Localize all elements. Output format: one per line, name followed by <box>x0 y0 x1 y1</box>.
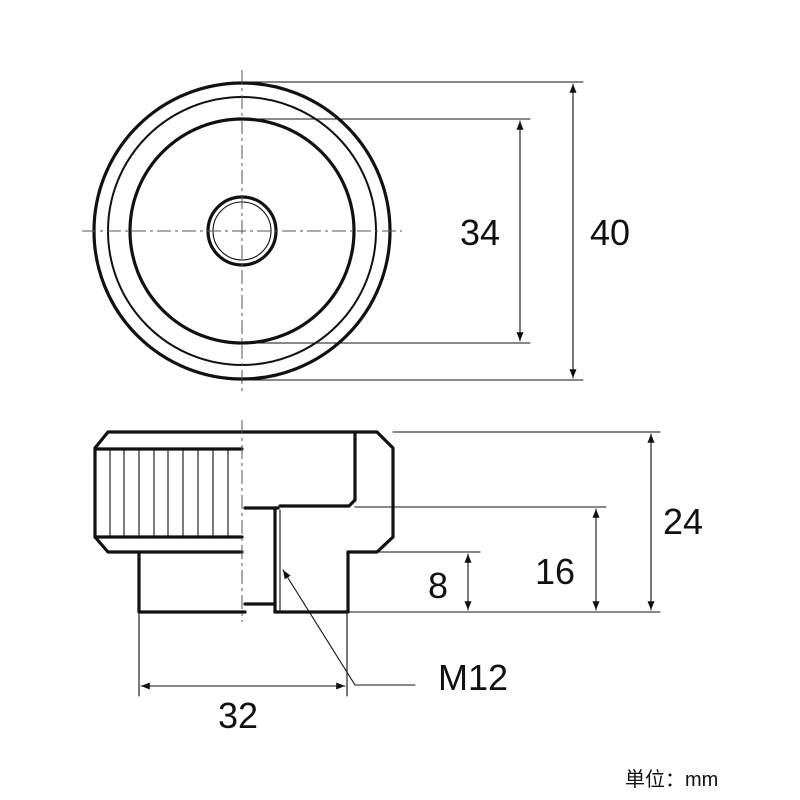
unit-label: 単位：mm <box>625 768 718 791</box>
side-view: 24 16 8 M12 32 <box>93 420 703 736</box>
top-view: 34 40 <box>82 70 630 392</box>
thread-label-m12: M12 <box>438 657 508 698</box>
dimension-label-40: 40 <box>590 212 630 253</box>
counterbore-outline <box>278 430 357 508</box>
dimension-label-32: 32 <box>218 695 258 736</box>
dimension-label-16: 16 <box>535 551 575 592</box>
thread-leader <box>282 569 416 686</box>
dimension-label-8: 8 <box>428 565 448 606</box>
section-outline <box>240 430 395 614</box>
knurl-outline <box>93 430 244 554</box>
boss-outline-left <box>137 550 247 614</box>
dimension-label-34: 34 <box>460 212 500 253</box>
knurl-lines <box>109 449 229 537</box>
dimension-label-24: 24 <box>663 501 703 542</box>
